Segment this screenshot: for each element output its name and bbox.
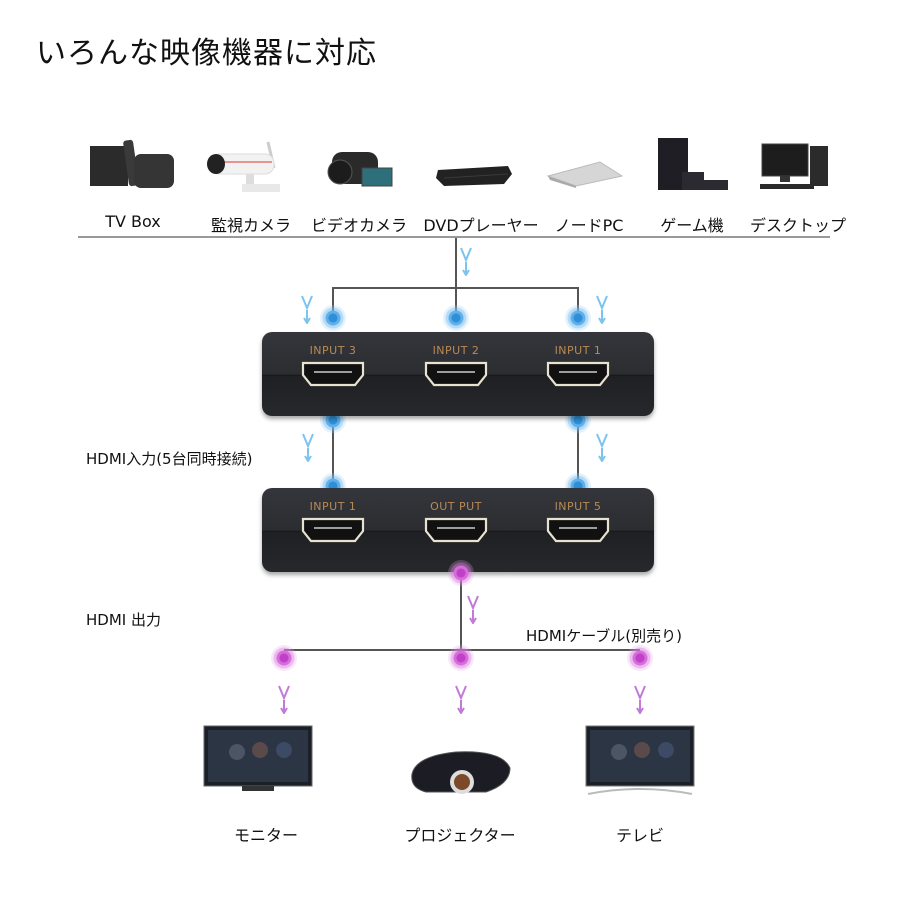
hdmi-port-icon xyxy=(301,361,365,387)
tv-connector-dot xyxy=(627,645,653,671)
arrow-down-icon xyxy=(301,295,313,324)
hdmi-cable-label: HDMIケーブル(別売り) xyxy=(526,627,683,645)
hdmi-port-icon xyxy=(546,517,610,543)
output-label-tv: テレビ xyxy=(615,826,665,845)
hdmi-port-icon xyxy=(424,361,488,387)
desktop-pc-icon xyxy=(760,143,828,189)
source-label-laptop: ノードPC xyxy=(554,216,624,235)
arrow-down-icon xyxy=(455,685,467,714)
laptop-icon xyxy=(546,161,624,188)
hdmi-output-label: HDMI 出力 xyxy=(86,611,161,629)
output-label-monitor: モニター xyxy=(233,826,299,845)
game-console-icon xyxy=(658,138,728,190)
source-label-video-camera: ビデオカメラ xyxy=(310,216,408,235)
input-2-connector-dot xyxy=(443,305,469,331)
arrow-down-icon xyxy=(302,433,314,462)
hdmi-switch-bottom: INPUT 1 OUT PUT INPUT 5 xyxy=(262,488,654,572)
video-camera-icon xyxy=(327,152,393,187)
arrow-down-icon xyxy=(596,295,608,324)
page-title: いろんな映像機器に対応 xyxy=(36,36,377,71)
arrow-down-icon xyxy=(460,247,472,276)
hdmi-port-icon xyxy=(546,361,610,387)
dvd-player-icon xyxy=(436,166,512,186)
port-label: INPUT 3 xyxy=(309,344,357,357)
source-divider xyxy=(78,236,830,238)
hdmi-port-icon xyxy=(424,517,488,543)
hdmi-switch-top: INPUT 3 INPUT 2 INPUT 1 xyxy=(262,332,654,416)
monitor-connector-dot xyxy=(271,645,297,671)
arrow-down-icon xyxy=(634,685,646,714)
source-label-desktop: デスクトップ xyxy=(749,216,847,235)
hdmi-port-icon xyxy=(301,517,365,543)
source-label-game-console: ゲーム機 xyxy=(660,216,724,235)
port-label: INPUT 1 xyxy=(309,500,357,513)
arrow-down-icon xyxy=(278,685,290,714)
projector-icon xyxy=(411,751,511,794)
output-connector-dot xyxy=(448,560,474,586)
port-label: INPUT 1 xyxy=(554,344,602,357)
input-3-connector-dot xyxy=(320,305,346,331)
input-branch-line xyxy=(332,287,579,318)
arrow-down-icon xyxy=(467,595,479,624)
port-label: OUT PUT xyxy=(430,500,482,513)
monitor-icon xyxy=(203,725,313,791)
hdmi-input-label: HDMI入力(5台同時接続) xyxy=(86,450,253,468)
tv-box-icon xyxy=(90,139,174,188)
security-camera-icon xyxy=(207,141,280,192)
port-label: INPUT 2 xyxy=(432,344,480,357)
port-label: INPUT 5 xyxy=(554,500,602,513)
source-label-dvd-player: DVDプレーヤー xyxy=(423,216,539,235)
source-label-tv-box: TV Box xyxy=(105,212,161,231)
output-label-projector: プロジェクター xyxy=(404,826,516,845)
projector-connector-dot xyxy=(448,645,474,671)
source-label-security-camera: 監視カメラ xyxy=(210,216,292,235)
input-1-connector-dot xyxy=(565,305,591,331)
arrow-down-icon xyxy=(596,433,608,462)
tv-icon xyxy=(585,725,695,795)
